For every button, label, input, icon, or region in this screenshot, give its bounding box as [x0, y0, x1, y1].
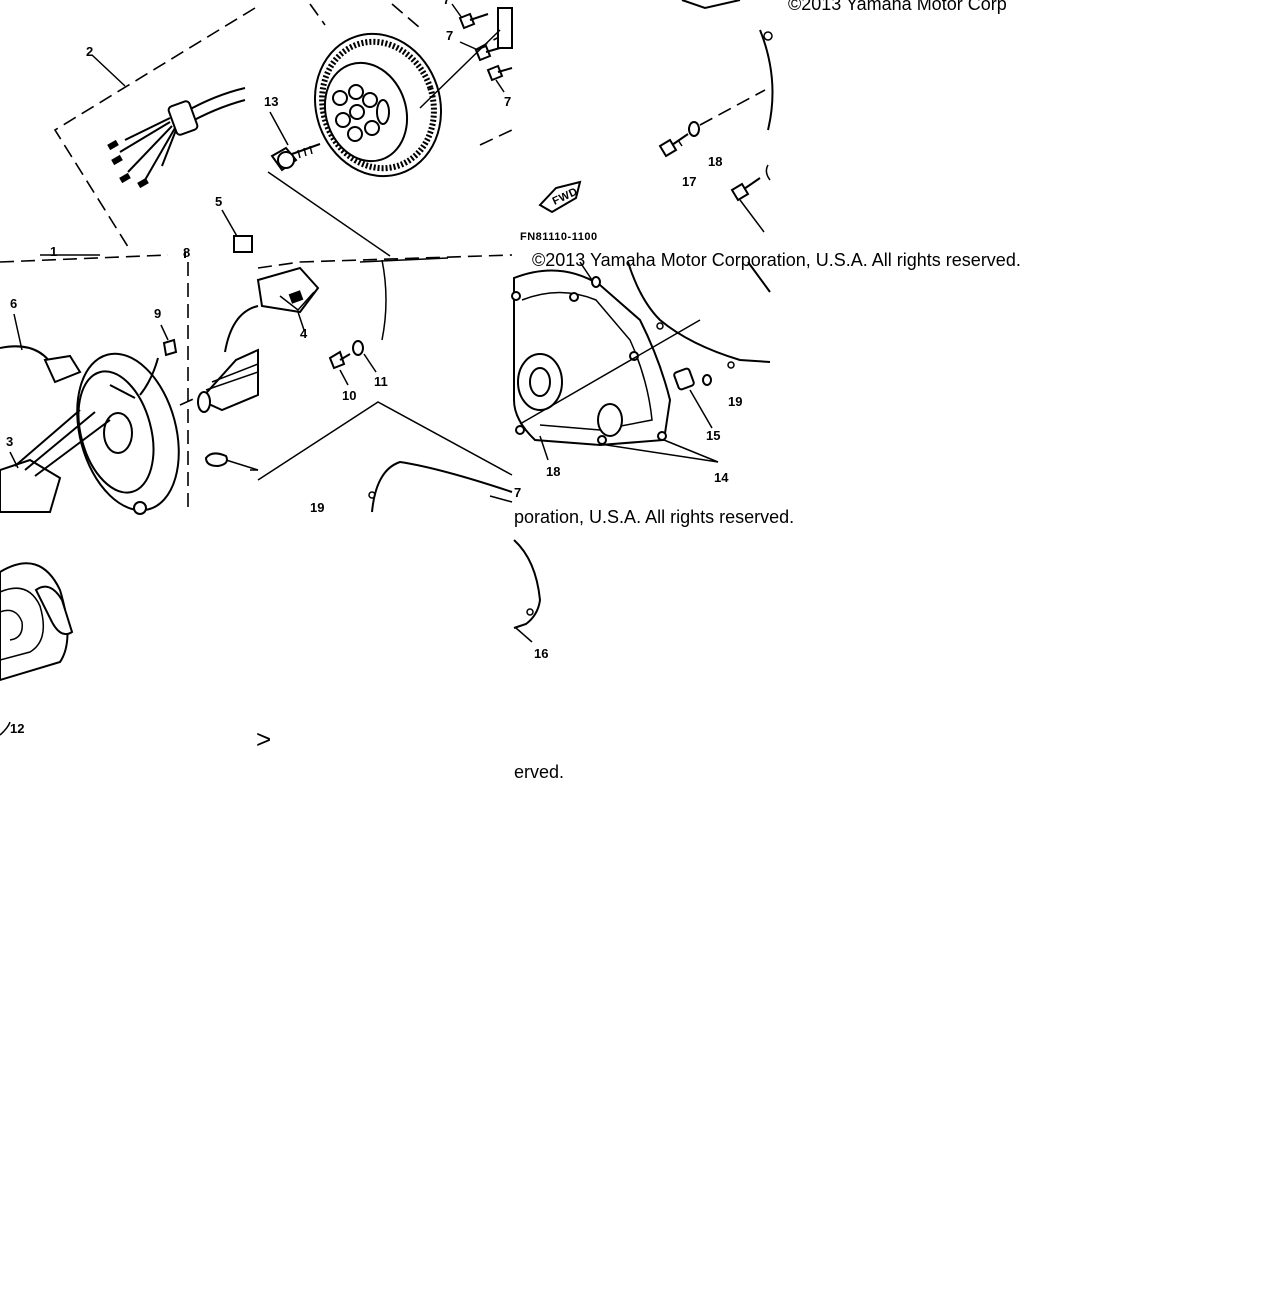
copyright-4: erved.: [514, 762, 564, 782]
copyright-2: ©2013 Yamaha Motor Corporation, U.S.A. A…: [532, 250, 1021, 270]
fwd-arrow: [538, 180, 582, 214]
rectifier-4: [256, 266, 320, 314]
part-label-7c: 7: [504, 94, 511, 109]
part-label-19a: 19: [310, 500, 324, 515]
part-label-7d: 7: [514, 485, 521, 500]
tile-top-right: FWD: [538, 0, 774, 233]
part-labels: 2 5 1 8 13 7 7 7 17 18 6 9 3 4 10 11 19 …: [6, 0, 742, 736]
copyright-3: poration, U.S.A. All rights reserved.: [514, 507, 794, 527]
part-label-19b: 19: [728, 394, 742, 409]
part-label-7a: 7: [443, 0, 450, 7]
caret-glyph: >: [256, 724, 271, 754]
part-label-5: 5: [215, 194, 222, 209]
crankcase-cover: [511, 269, 672, 447]
gasket: [368, 460, 513, 513]
part-label-17: 17: [682, 174, 696, 189]
bolt-17: [658, 121, 700, 158]
part-label-15: 15: [706, 428, 720, 443]
tile-middle-right: [511, 261, 771, 463]
part-label-12: 12: [10, 721, 24, 736]
copyright-1: ©2013 Yamaha Motor Corp: [788, 0, 1007, 14]
tile-middle-middle: [197, 254, 513, 513]
bolt-13: [269, 111, 321, 172]
part-label-6: 6: [10, 296, 17, 311]
part-label-3: 3: [6, 434, 13, 449]
bolt-10: [328, 340, 364, 386]
oil-seal-cone: [197, 305, 259, 413]
dowel-15: [673, 367, 713, 429]
tile-middle-left: [0, 254, 259, 515]
part-label-11: 11: [374, 374, 388, 389]
tile-top-middle: [267, 3, 513, 257]
stator-plate: [76, 352, 180, 512]
part-label-13: 13: [264, 94, 278, 109]
part-label-7b: 7: [446, 28, 453, 43]
part-label-18a: 18: [708, 154, 722, 169]
part-label-8: 8: [183, 245, 190, 260]
part-label-1: 1: [50, 244, 57, 259]
flywheel: [313, 32, 443, 178]
diagram-code: FN81110-1100: [520, 231, 598, 243]
part-label-9: 9: [154, 306, 161, 321]
part-label-10: 10: [342, 388, 356, 403]
wire-harness: [107, 87, 246, 189]
tile-bottom-middle: [513, 539, 542, 643]
stator-coil: [0, 409, 147, 515]
tile-top-left: [40, 7, 256, 258]
screw-9: [109, 324, 178, 399]
part-label-18b: 18: [546, 464, 560, 479]
bolt-lower: [730, 177, 765, 233]
part-label-14: 14: [714, 470, 729, 485]
part-label-4: 4: [300, 326, 308, 341]
part-label-2: 2: [86, 44, 93, 59]
screws-7: [451, 3, 513, 93]
tile-bottom-left: >: [0, 562, 271, 754]
part-label-16: 16: [534, 646, 548, 661]
